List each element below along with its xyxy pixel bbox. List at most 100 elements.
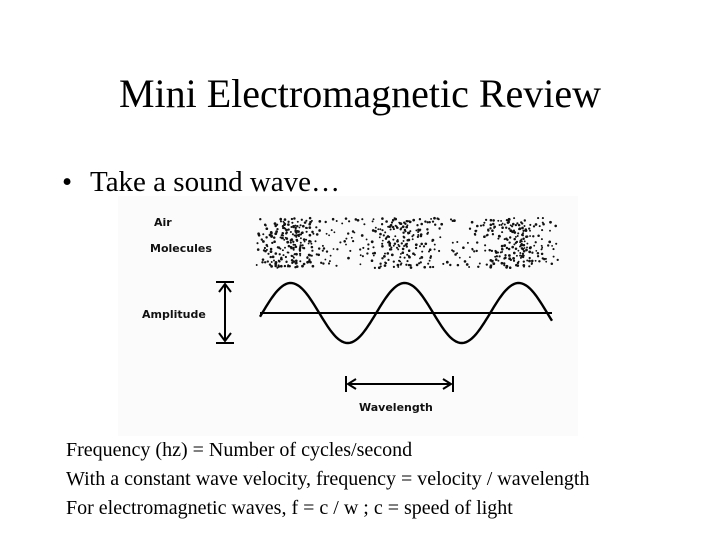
air-molecule-dot	[451, 241, 454, 244]
air-molecule-dot	[381, 239, 384, 242]
air-molecule-dot	[400, 227, 403, 230]
air-molecule-dot	[294, 229, 297, 232]
air-molecule-dot	[284, 246, 286, 249]
air-molecule-dot	[500, 219, 503, 222]
air-molecule-dot	[513, 237, 516, 241]
air-molecule-dot	[283, 238, 286, 241]
air-molecule-dot	[490, 249, 494, 253]
air-molecule-dot	[339, 241, 342, 244]
air-molecule-dot	[286, 240, 290, 244]
air-molecule-dot	[291, 233, 294, 236]
air-molecule-dot	[345, 243, 347, 246]
air-molecule-dot	[519, 252, 522, 254]
air-molecule-dot	[482, 224, 485, 227]
air-molecule-dot	[320, 261, 323, 264]
air-molecule-dot	[407, 238, 411, 242]
air-molecule-dot	[431, 265, 435, 269]
air-molecule-dot	[336, 248, 339, 251]
air-molecule-dot	[307, 242, 310, 245]
air-molecule-dot	[523, 247, 526, 249]
air-molecule-dot	[522, 237, 525, 241]
air-molecule-dot	[409, 230, 412, 233]
air-molecule-dot	[397, 248, 400, 251]
air-molecule-dot	[271, 241, 274, 245]
air-molecule-dot	[263, 246, 266, 250]
air-molecule-dot	[489, 218, 493, 222]
air-molecule-dot	[395, 246, 399, 249]
air-molecule-dot	[508, 254, 511, 257]
air-molecules	[255, 216, 559, 270]
air-molecule-dot	[492, 262, 496, 266]
air-molecule-dot	[294, 226, 297, 230]
air-molecule-dot	[521, 255, 525, 259]
air-molecule-dot	[366, 252, 369, 255]
air-molecule-dot	[521, 248, 525, 251]
air-molecule-dot	[394, 218, 398, 221]
air-molecule-dot	[489, 227, 492, 230]
air-molecule-dot	[378, 236, 381, 239]
air-molecule-dot	[298, 233, 301, 236]
air-molecule-dot	[330, 229, 333, 232]
air-molecule-dot	[302, 247, 306, 250]
air-molecule-dot	[390, 246, 393, 249]
air-molecule-dot	[529, 235, 532, 237]
air-molecule-dot	[475, 241, 479, 244]
air-molecule-dot	[285, 260, 288, 264]
air-molecule-dot	[260, 238, 263, 241]
air-molecule-dot	[274, 224, 277, 228]
air-molecule-dot	[508, 227, 511, 230]
air-molecule-dot	[547, 244, 550, 247]
air-molecule-dot	[318, 220, 322, 223]
air-molecule-dot	[417, 262, 421, 265]
air-molecule-dot	[277, 264, 280, 267]
air-molecule-dot	[407, 255, 410, 258]
air-molecule-dot	[541, 217, 544, 220]
air-molecule-dot	[308, 233, 312, 237]
air-molecule-dot	[463, 260, 467, 263]
air-molecule-dot	[270, 261, 273, 263]
air-molecule-dot	[403, 221, 405, 224]
air-molecule-dot	[538, 260, 541, 263]
note-electromagnetic: For electromagnetic waves, f = c / w ; c…	[66, 497, 513, 519]
air-molecule-dot	[345, 237, 348, 240]
air-molecule-dot	[412, 234, 415, 236]
air-molecule-dot	[272, 236, 276, 239]
air-molecule-dot	[493, 225, 497, 229]
air-molecule-dot	[391, 225, 395, 229]
air-molecule-dot	[470, 220, 474, 224]
air-molecule-dot	[331, 217, 335, 221]
air-molecule-dot	[287, 220, 290, 223]
air-molecule-dot	[335, 220, 338, 222]
air-molecule-dot	[335, 264, 338, 267]
air-molecule-dot	[302, 262, 306, 266]
air-molecule-dot	[379, 262, 382, 265]
air-molecule-dot	[458, 256, 461, 259]
air-molecule-dot	[434, 223, 437, 226]
air-molecule-dot	[505, 226, 508, 229]
air-molecule-dot	[489, 265, 493, 269]
air-molecule-dot	[380, 223, 384, 226]
air-molecule-dot	[270, 231, 273, 235]
air-molecule-dot	[537, 217, 540, 220]
air-molecule-dot	[529, 223, 532, 226]
air-molecule-dot	[427, 250, 431, 253]
air-molecule-dot	[462, 246, 465, 249]
air-molecule-dot	[514, 241, 518, 245]
air-molecule-dot	[321, 249, 324, 252]
air-molecule-dot	[420, 256, 424, 259]
air-molecule-dot	[279, 264, 283, 268]
air-molecule-dot	[400, 242, 403, 245]
air-molecule-dot	[303, 221, 307, 224]
air-molecule-dot	[271, 255, 275, 259]
air-molecule-dot	[468, 266, 471, 268]
air-molecule-dot	[399, 222, 403, 226]
air-molecule-dot	[277, 246, 281, 249]
air-molecule-dot	[311, 249, 314, 252]
air-molecule-dot	[392, 265, 395, 268]
air-molecule-dot	[417, 234, 420, 236]
air-molecule-dot	[296, 224, 299, 228]
air-molecule-dot	[431, 220, 435, 223]
air-molecule-dot	[405, 225, 409, 229]
air-molecule-dot	[295, 239, 299, 243]
air-molecule-dot	[531, 259, 534, 263]
